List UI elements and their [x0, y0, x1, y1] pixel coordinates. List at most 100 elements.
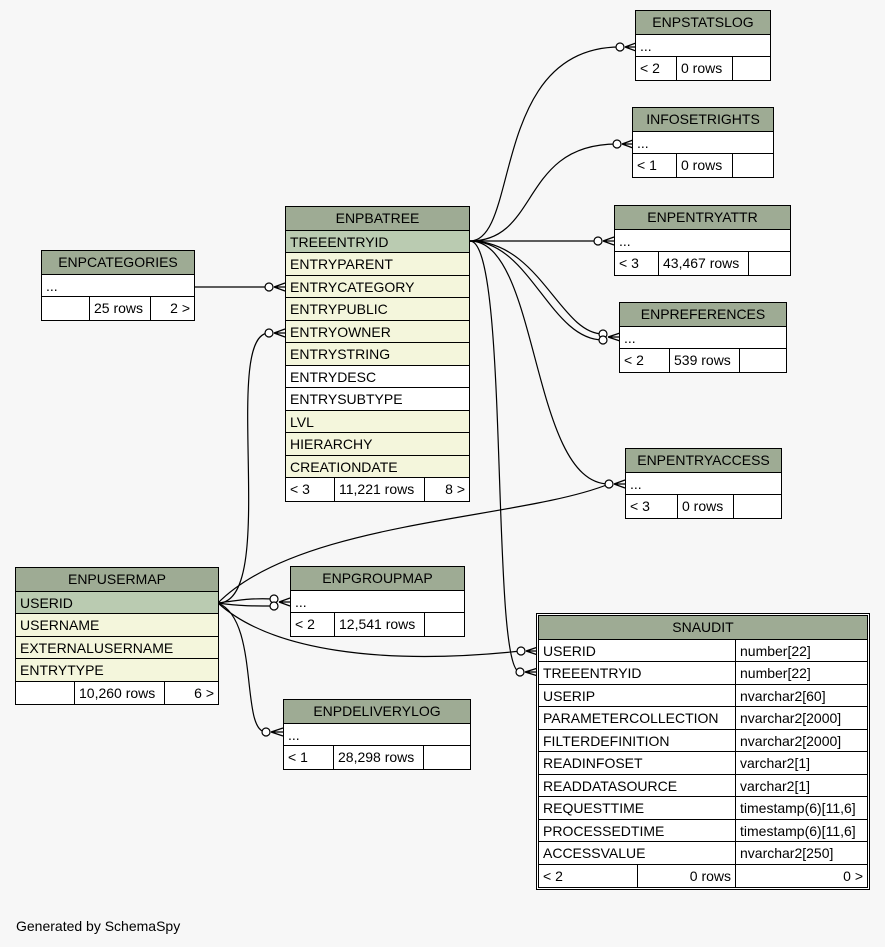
table-header[interactable]: ENPREFERENCES	[620, 303, 786, 326]
column-type: timestamp(6)[11,6]	[735, 797, 867, 819]
table-header[interactable]: SNAUDIT	[539, 616, 867, 639]
table-header[interactable]: ENPUSERMAP	[16, 568, 218, 591]
snaudit-column-filterdefinition[interactable]: FILTERDEFINITION nvarchar2[2000]	[539, 728, 867, 751]
edge-marker-circle	[264, 282, 274, 292]
edge-enpusermap-enpgroupmap-2	[217, 602, 275, 607]
parents-count	[16, 682, 74, 705]
edge-marker-circle	[269, 594, 279, 604]
parents-count: < 3	[630, 498, 650, 514]
column-name: FILTERDEFINITION	[543, 732, 670, 749]
column-type: nvarchar2[2000]	[735, 707, 867, 729]
columns-placeholder: ...	[620, 325, 786, 348]
edge-enpbatree-enppreferences-1	[469, 240, 604, 335]
row-count: 0 rows	[677, 495, 733, 518]
column-name: PROCESSEDTIME	[543, 822, 665, 839]
column-treeentryid[interactable]: TREEENTRYID	[286, 229, 469, 252]
crowfoot-marker	[613, 479, 626, 489]
column-entryparent[interactable]: ENTRYPARENT	[286, 252, 469, 275]
row-count: 0 rows	[637, 864, 735, 887]
table-header[interactable]: ENPCATEGORIES	[42, 251, 194, 274]
column-entrycategory[interactable]: ENTRYCATEGORY	[286, 274, 469, 297]
table-header[interactable]: ENPENTRYACCESS	[626, 449, 781, 472]
column-name: TREEENTRYID	[543, 665, 642, 681]
children-count	[732, 154, 773, 177]
row-count: 43,467 rows	[658, 252, 748, 275]
table-footer: 25 rows 2 >	[42, 296, 194, 320]
table-enpentryaccess[interactable]: ENPENTRYACCESS ... < 3 0 rows	[625, 448, 782, 519]
edge-marker-circle	[593, 236, 603, 246]
edge-enpusermap-enpbatree	[217, 332, 270, 604]
column-entrydesc[interactable]: ENTRYDESC	[286, 364, 469, 387]
table-footer: < 2 0 rows	[636, 56, 770, 80]
row-count: 0 rows	[676, 57, 732, 80]
column-hierarchy[interactable]: HIERARCHY	[286, 432, 469, 455]
snaudit-column-requesttime[interactable]: REQUESTTIME timestamp(6)[11,6]	[539, 796, 867, 819]
parents-count: < 2	[295, 616, 315, 632]
column-type: number[22]	[735, 639, 867, 661]
column-username[interactable]: USERNAME	[16, 613, 218, 636]
table-enpcategories[interactable]: ENPCATEGORIES ... 25 rows 2 >	[41, 250, 195, 321]
table-header[interactable]: ENPSTATSLOG	[636, 11, 770, 34]
column-entryowner[interactable]: ENTRYOWNER	[286, 319, 469, 342]
column-type: varchar2[1]	[735, 752, 867, 774]
column-name: REQUESTTIME	[543, 800, 645, 816]
edge-marker-circle	[612, 139, 622, 149]
table-header[interactable]: ENPBATREE	[286, 207, 469, 230]
columns-placeholder: ...	[42, 273, 194, 296]
column-name: READINFOSET	[543, 755, 643, 771]
parents-count: < 1	[288, 749, 308, 765]
column-creationdate[interactable]: CREATIONDATE	[286, 454, 469, 477]
table-header[interactable]: ENPDELIVERYLOG	[284, 700, 470, 723]
edge-enpbatree-infosetrights	[469, 143, 618, 242]
generator-credit: Generated by SchemaSpy	[16, 918, 181, 934]
column-lvl[interactable]: LVL	[286, 409, 469, 432]
row-count: 539 rows	[669, 349, 739, 372]
children-count: 8 >	[424, 478, 469, 501]
parents-count: < 3	[619, 255, 639, 271]
table-enpdeliverylog[interactable]: ENPDELIVERYLOG ... < 1 28,298 rows	[283, 699, 471, 770]
table-footer: < 3 11,221 rows 8 >	[286, 477, 469, 501]
table-footer: 10,260 rows 6 >	[16, 680, 218, 705]
crowfoot-marker	[270, 727, 284, 737]
table-enpentryattr[interactable]: ENPENTRYATTR ... < 3 43,467 rows	[614, 205, 791, 276]
column-name: PARAMETERCOLLECTION	[543, 710, 719, 726]
column-externalusername[interactable]: EXTERNALUSERNAME	[16, 635, 218, 658]
columns-placeholder: ...	[633, 130, 773, 153]
table-enpbatree[interactable]: ENPBATREE TREEENTRYID ENTRYPARENT ENTRYC…	[285, 206, 470, 502]
column-entrypublic[interactable]: ENTRYPUBLIC	[286, 297, 469, 320]
table-footer: < 3 43,467 rows	[615, 251, 790, 275]
column-entrytype[interactable]: ENTRYTYPE	[16, 658, 218, 681]
snaudit-column-parametercollection[interactable]: PARAMETERCOLLECTION nvarchar2[2000]	[539, 706, 867, 729]
children-count	[423, 746, 470, 769]
edge-marker-circle	[598, 335, 608, 345]
row-count: 11,221 rows	[334, 478, 424, 501]
snaudit-column-readinfoset[interactable]: READINFOSET varchar2[1]	[539, 751, 867, 774]
column-entrystring[interactable]: ENTRYSTRING	[286, 342, 469, 365]
table-header[interactable]: ENPGROUPMAP	[291, 567, 464, 590]
table-footer: < 2 12,541 rows	[291, 612, 464, 636]
table-enpstatslog[interactable]: ENPSTATSLOG ... < 2 0 rows	[635, 10, 771, 81]
table-header[interactable]: ENPENTRYATTR	[615, 206, 790, 229]
column-entrysubtype[interactable]: ENTRYSUBTYPE	[286, 387, 469, 410]
edge-enpbatree-enppreferences-2	[469, 240, 604, 341]
columns-placeholder: ...	[615, 228, 790, 251]
table-enppreferences[interactable]: ENPREFERENCES ... < 2 539 rows	[619, 302, 787, 373]
edge-marker-circle	[261, 727, 271, 737]
column-type: nvarchar2[2000]	[735, 729, 867, 751]
table-enpusermap[interactable]: ENPUSERMAP USERID USERNAME EXTERNALUSERN…	[15, 567, 219, 705]
parents-count: < 2	[640, 60, 660, 76]
column-name: ACCESSVALUE	[543, 845, 646, 861]
column-name: USERIP	[543, 687, 596, 704]
table-infosetrights[interactable]: INFOSETRIGHTS ... < 1 0 rows	[632, 107, 774, 178]
column-userid[interactable]: USERID	[16, 590, 218, 613]
table-header[interactable]: INFOSETRIGHTS	[633, 108, 773, 131]
table-enpgroupmap[interactable]: ENPGROUPMAP ... < 2 12,541 rows	[290, 566, 465, 637]
